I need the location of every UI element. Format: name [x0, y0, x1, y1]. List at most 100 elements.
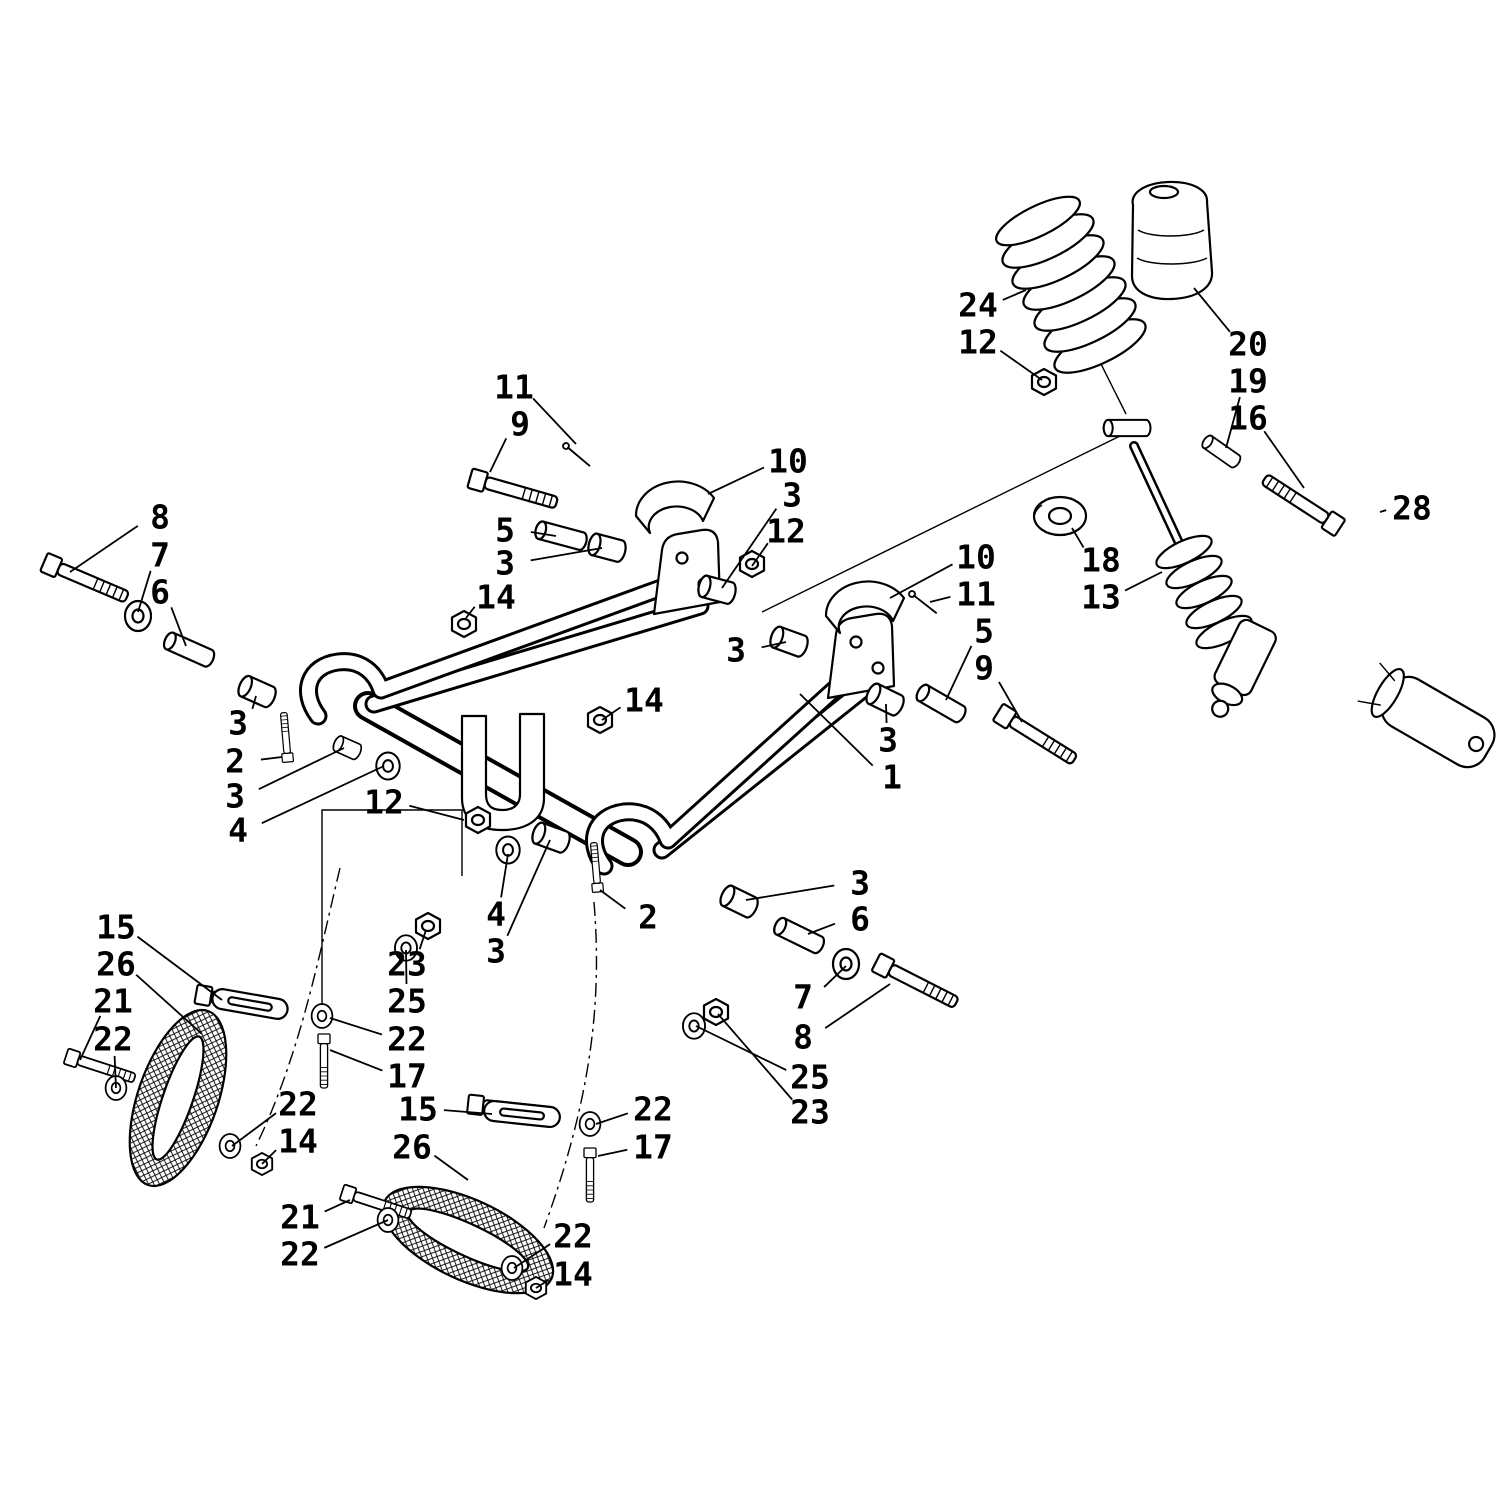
callout-label: 22 — [278, 1085, 318, 1124]
spacer-5-right — [913, 681, 970, 726]
strap-plate-bottom — [482, 1098, 562, 1130]
leader-line — [489, 438, 508, 473]
leader-line — [69, 525, 139, 573]
leader-line — [1379, 509, 1387, 513]
strap-plate-left — [209, 986, 291, 1022]
nut-14-a — [450, 609, 478, 639]
bolt-8-lower-right — [870, 951, 962, 1013]
leader-line — [324, 1199, 351, 1213]
callout-label: 17 — [387, 1057, 427, 1096]
callout-label: 16 — [1228, 399, 1268, 438]
leader-line — [79, 1015, 102, 1061]
pin-11-top — [560, 440, 593, 469]
callout-label: 4 — [228, 811, 248, 850]
spring-end-line — [1097, 357, 1127, 415]
bushing-3-left-lower — [330, 733, 365, 762]
leader-line — [433, 1154, 469, 1181]
callout-label: 3 — [782, 476, 802, 515]
callout-label: 2 — [638, 898, 658, 937]
leader-line — [261, 1149, 277, 1165]
callout-label: 25 — [387, 982, 427, 1021]
callout-label: 25 — [790, 1058, 830, 1097]
nut-23-a — [414, 911, 442, 941]
bolt-17-bottom — [583, 1147, 597, 1203]
shock-absorber — [1102, 418, 1277, 718]
lock-washer — [1032, 495, 1088, 537]
callout-label: 2 — [225, 742, 245, 781]
callout-label: 21 — [93, 982, 133, 1021]
callout-label: 28 — [1392, 489, 1432, 528]
bushing-3-top — [585, 531, 629, 565]
leader-line — [945, 645, 973, 701]
leader-line — [823, 965, 847, 988]
washer-22-a — [310, 1003, 334, 1029]
saddle-cap-right — [824, 580, 906, 635]
leader-line — [807, 922, 836, 935]
callout-label: 3 — [486, 932, 506, 971]
leader-line — [1263, 430, 1305, 489]
callout-label: 4 — [486, 895, 506, 934]
callout-label: 21 — [280, 1198, 320, 1237]
leader-line — [323, 1219, 389, 1249]
saddle-cap-top — [634, 480, 716, 535]
callout-label: 1 — [882, 758, 902, 797]
callout-label: 18 — [1081, 541, 1121, 580]
callout-label: 14 — [476, 578, 516, 617]
spacer-5-top — [532, 519, 590, 553]
callout-label: 3 — [225, 777, 245, 816]
leader-line — [751, 542, 769, 567]
callout-label: 6 — [150, 573, 170, 612]
callout-label: 5 — [495, 511, 515, 550]
leader-line — [595, 1112, 629, 1125]
nut-14-b — [586, 705, 614, 735]
callout-label: 22 — [553, 1217, 593, 1256]
leader-line — [418, 929, 427, 950]
leader-line — [745, 884, 835, 901]
leader-line — [999, 349, 1043, 381]
washer-7-left — [123, 599, 153, 633]
callout-label: 12 — [364, 783, 404, 822]
callout-label: 10 — [956, 538, 996, 577]
leader-line — [1071, 527, 1085, 548]
callout-label: 24 — [958, 286, 998, 325]
leader-line — [1002, 289, 1027, 301]
callout-label: 6 — [850, 900, 870, 939]
washer-22-c — [218, 1133, 242, 1159]
leader-line — [530, 547, 603, 562]
callout-label: 3 — [850, 864, 870, 903]
callout-label: 10 — [768, 442, 808, 481]
callout-label: 26 — [96, 945, 136, 984]
centerline-right — [543, 901, 598, 1229]
leader-line — [135, 974, 203, 1035]
leader-line — [707, 466, 765, 495]
leader-line — [513, 1243, 551, 1269]
leader-line — [717, 1013, 793, 1101]
bushing-3-right — [862, 680, 908, 719]
callout-label: 26 — [392, 1128, 432, 1167]
leader-line — [500, 853, 509, 898]
leader-line — [329, 1017, 383, 1036]
leader-line — [113, 1055, 117, 1089]
spacer-6-lower-right — [770, 914, 828, 957]
washer-22-f — [500, 1255, 524, 1281]
callout-label: 12 — [958, 323, 998, 362]
callout-label: 8 — [793, 1018, 813, 1057]
callout-label: 19 — [1228, 362, 1268, 401]
leader-line — [258, 747, 345, 790]
callout-label: 23 — [790, 1093, 830, 1132]
callout-label: 7 — [793, 978, 813, 1017]
callout-label: 20 — [1228, 325, 1268, 364]
bolt-16 — [1257, 469, 1347, 538]
callout-label: 5 — [974, 612, 994, 651]
leader-line — [889, 563, 953, 599]
rubber-bumper — [1130, 180, 1214, 301]
leader-line — [535, 1279, 550, 1289]
leader-line — [170, 606, 187, 647]
leader-line — [329, 1049, 383, 1072]
callout-label: 22 — [633, 1090, 673, 1129]
leader-line — [799, 693, 874, 767]
callout-label: 22 — [387, 1020, 427, 1059]
leader-line — [506, 839, 551, 937]
washer-4-upper — [375, 751, 401, 781]
